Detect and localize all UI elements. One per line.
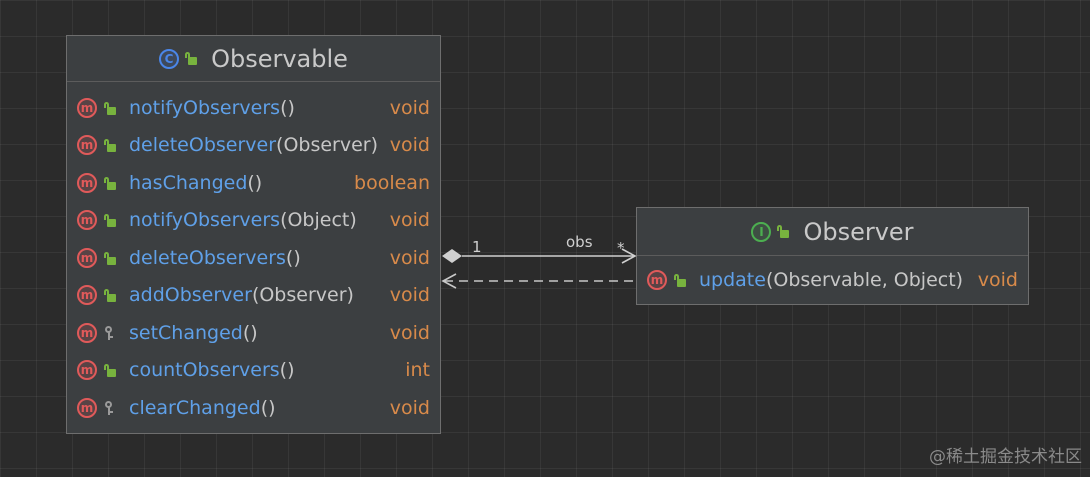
method-params: (): [247, 172, 263, 194]
interface-icon: I: [751, 221, 772, 242]
method-name: deleteObservers: [129, 247, 286, 269]
member-row[interactable]: m addObserver(Observer) void: [67, 280, 440, 310]
member-row[interactable]: m notifyObservers(Object) void: [67, 205, 440, 235]
method-icon: m: [77, 98, 97, 118]
observable-title: Observable: [211, 44, 348, 73]
method-name: notifyObservers: [129, 209, 281, 231]
method-params: (): [242, 322, 258, 344]
method-icon: m: [77, 323, 97, 343]
method-return-type: void: [389, 284, 430, 306]
observer-title: Observer: [803, 217, 914, 246]
public-lock-icon: [104, 176, 116, 190]
class-icon: C: [159, 48, 180, 69]
observer-interface-node[interactable]: I Observer m update(Observable, Object) …: [636, 207, 1029, 305]
method-name: setChanged: [129, 322, 243, 344]
protected-key-icon: [104, 326, 116, 340]
method-return-type: void: [389, 134, 430, 156]
aggregation-arrowhead: [621, 248, 637, 264]
method-params: (Observer): [276, 134, 379, 156]
observable-class-node[interactable]: C Observable m notifyObservers() void m …: [66, 35, 441, 434]
dependency-edge[interactable]: [441, 273, 634, 289]
observer-header: I Observer: [637, 208, 1028, 256]
method-name: notifyObservers: [129, 97, 281, 119]
member-row[interactable]: m clearChanged() void: [67, 393, 440, 423]
public-lock-icon: [185, 52, 198, 65]
method-return-type: void: [389, 322, 430, 344]
method-icon: m: [77, 210, 97, 230]
method-icon: m: [77, 398, 97, 418]
member-row[interactable]: m setChanged() void: [67, 318, 440, 348]
aggregation-diamond: [442, 249, 462, 263]
public-lock-icon: [104, 288, 116, 302]
source-multiplicity: 1: [472, 238, 482, 256]
method-return-type: void: [389, 97, 430, 119]
method-params: (): [279, 359, 295, 381]
public-lock-icon: [104, 363, 116, 377]
method-params: (Object): [280, 209, 357, 231]
method-return-type: boolean: [354, 172, 430, 194]
association-label: obs: [566, 233, 593, 251]
method-name: countObservers: [129, 359, 280, 381]
watermark: @稀土掘金技术社区: [929, 447, 1082, 467]
method-name: deleteObserver: [129, 134, 277, 156]
method-return-type: int: [405, 359, 430, 381]
member-row[interactable]: m deleteObservers() void: [67, 243, 440, 273]
method-icon: m: [77, 285, 97, 305]
observable-header: C Observable: [67, 36, 440, 82]
method-icon: m: [77, 360, 97, 380]
member-row[interactable]: m notifyObservers() void: [67, 93, 440, 123]
public-lock-icon: [104, 213, 116, 227]
dependency-arrowhead: [441, 273, 457, 289]
member-row[interactable]: m deleteObserver(Observer) void: [67, 130, 440, 160]
public-lock-icon: [777, 225, 790, 238]
method-icon: m: [77, 135, 97, 155]
method-params: (Observable, Object): [765, 269, 964, 291]
target-multiplicity: *: [617, 239, 625, 257]
public-lock-icon: [104, 138, 116, 152]
method-icon: m: [77, 173, 97, 193]
method-params: (): [280, 97, 295, 119]
method-icon: m: [77, 248, 97, 268]
method-icon: m: [647, 270, 667, 290]
public-lock-icon: [104, 101, 116, 115]
method-params: (Observer): [251, 284, 354, 306]
aggregation-edge[interactable]: [442, 248, 637, 264]
method-return-type: void: [389, 397, 430, 419]
public-lock-icon: [674, 273, 686, 287]
method-return-type: void: [977, 269, 1018, 291]
method-params: (): [285, 247, 301, 269]
member-row[interactable]: m update(Observable, Object) void: [637, 265, 1028, 295]
method-params: (): [260, 397, 276, 419]
member-row[interactable]: m hasChanged() boolean: [67, 168, 440, 198]
public-lock-icon: [104, 251, 116, 265]
method-return-type: void: [389, 209, 430, 231]
method-name: update: [699, 269, 766, 291]
method-name: clearChanged: [129, 397, 261, 419]
method-return-type: void: [389, 247, 430, 269]
method-name: hasChanged: [129, 172, 248, 194]
member-row[interactable]: m countObservers() int: [67, 355, 440, 385]
method-name: addObserver: [129, 284, 252, 306]
protected-key-icon: [104, 401, 116, 415]
